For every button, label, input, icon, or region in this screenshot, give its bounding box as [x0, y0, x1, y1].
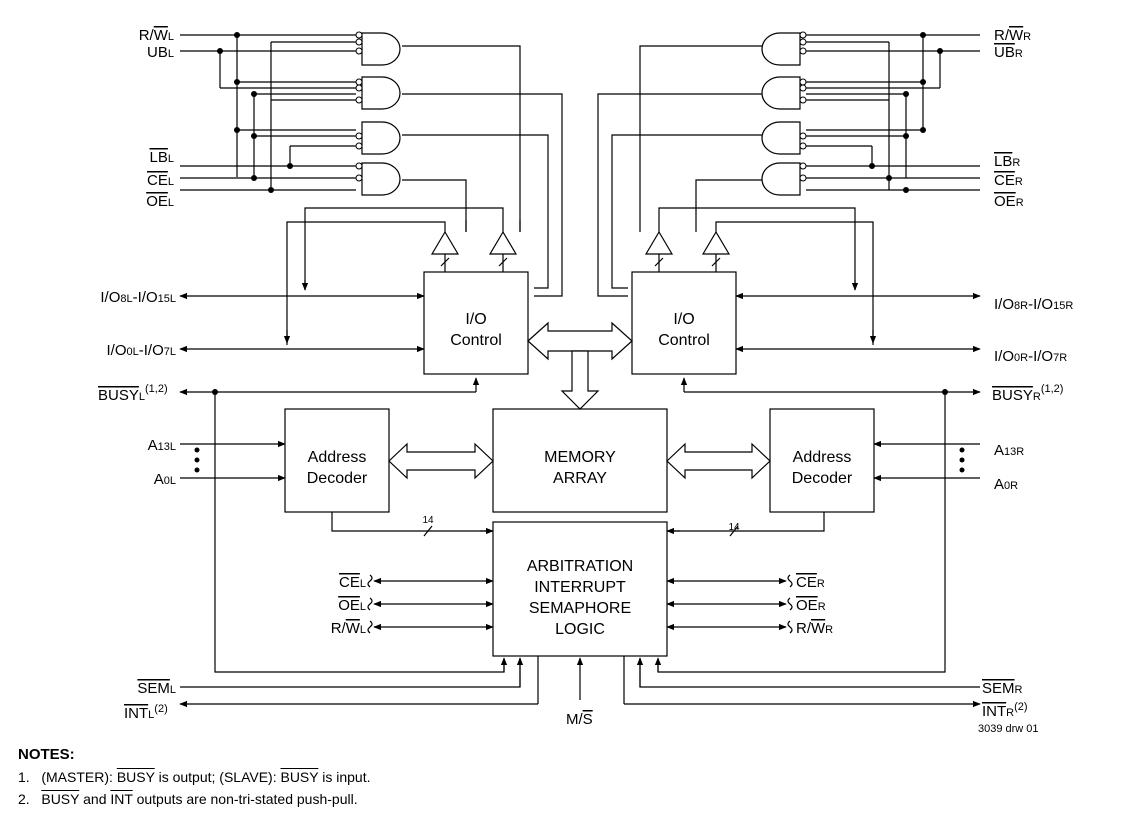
- label-ce-right: CER: [994, 172, 1023, 189]
- label-io-hi-left: I/O8L-I/O15L: [100, 289, 176, 306]
- label-ub-right: UBR: [994, 44, 1023, 61]
- arbitration-line3: SEMAPHORE: [529, 600, 631, 617]
- arbitration-line2: INTERRUPT: [534, 579, 626, 596]
- label-sem-right: SEMR: [982, 680, 1023, 697]
- label-a13-left: A13L: [148, 437, 176, 454]
- drawing-id: 3039 drw 01: [978, 723, 1039, 735]
- note-2-text-b: and: [79, 791, 111, 807]
- address-decoder-right-line1: Address: [793, 449, 852, 466]
- label-sem-left: SEML: [137, 680, 176, 697]
- address-decoder-right-line2: Decoder: [792, 470, 853, 487]
- label-arb-rw-left: R/WL: [331, 620, 366, 637]
- note-1-text-e: is input.: [318, 769, 371, 785]
- note-1-text-c: is output; (SLAVE):: [154, 769, 281, 785]
- label-lb-left: LBL: [150, 149, 174, 166]
- io-control-right-line2: Control: [658, 332, 710, 349]
- label-ce-left: CEL: [147, 172, 174, 189]
- label-arb-rw-right: R/WR: [796, 620, 833, 637]
- label-oe-right: OER: [994, 193, 1024, 210]
- label-busy-left: BUSYL(1,2): [98, 383, 168, 404]
- label-io-hi-right: I/O8R-I/O15R: [994, 296, 1073, 313]
- label-int-right: INTR(2): [982, 701, 1028, 720]
- label-oe-left: OEL: [146, 193, 174, 210]
- arbitration-line1: ARBITRATION: [527, 558, 633, 575]
- io-control-right-line1: I/O: [673, 311, 694, 328]
- note-1-number: 1.: [18, 769, 30, 785]
- note-2-int: INT: [110, 791, 133, 807]
- block-diagram: I/O Control I/O Control Address Decoder …: [98, 27, 1073, 735]
- label-lb-right: LBR: [994, 153, 1020, 170]
- address-decoder-left-line2: Decoder: [307, 470, 368, 487]
- arbitration-line4: LOGIC: [555, 621, 605, 638]
- io-control-left-line1: I/O: [465, 311, 486, 328]
- address-decoder-left-line1: Address: [308, 449, 367, 466]
- note-2-busy: BUSY: [41, 791, 80, 807]
- label-io-lo-right: I/O0R-I/O7R: [994, 348, 1067, 365]
- label-arb-oe-left: OEL: [338, 597, 366, 614]
- note-1-text-a: (MASTER):: [41, 769, 117, 785]
- label-ub-left: UBL: [147, 44, 174, 61]
- label-rw-left: R/WL: [139, 27, 174, 44]
- label-a0-left: A0L: [154, 471, 176, 488]
- note-2: 2. BUSY and INT outputs are non-tri-stat…: [18, 788, 371, 810]
- label-int-left: INTL(2): [124, 703, 168, 722]
- label-arb-oe-right: OER: [796, 597, 826, 614]
- label-io-lo-left: I/O0L-I/O7L: [106, 342, 176, 359]
- note-2-text-d: outputs are non-tri-stated push-pull.: [132, 791, 358, 807]
- io-control-left-line2: Control: [450, 332, 502, 349]
- label-a0-right: A0R: [994, 476, 1018, 493]
- notes-title: NOTES:: [18, 746, 75, 763]
- note-2-number: 2.: [18, 791, 30, 807]
- label-arb-ce-left: CEL: [339, 574, 366, 591]
- label-busy-right: BUSYR(1,2): [992, 383, 1063, 404]
- notes-section: NOTES: 1. (MASTER): BUSY is output; (SLA…: [18, 744, 371, 810]
- bus-width-left: 14: [422, 515, 434, 526]
- memory-array-line2: ARRAY: [553, 470, 607, 487]
- label-arb-ce-right: CER: [796, 574, 825, 591]
- note-1: 1. (MASTER): BUSY is output; (SLAVE): BU…: [18, 766, 371, 788]
- label-a13-right: A13R: [994, 442, 1024, 459]
- bus-width-right: 14: [728, 522, 740, 533]
- label-rw-right: R/WR: [994, 27, 1031, 44]
- memory-array-line1: MEMORY: [544, 449, 616, 466]
- label-ms: M/S: [566, 711, 593, 728]
- note-1-busy-a: BUSY: [116, 769, 155, 785]
- note-1-busy-b: BUSY: [280, 769, 319, 785]
